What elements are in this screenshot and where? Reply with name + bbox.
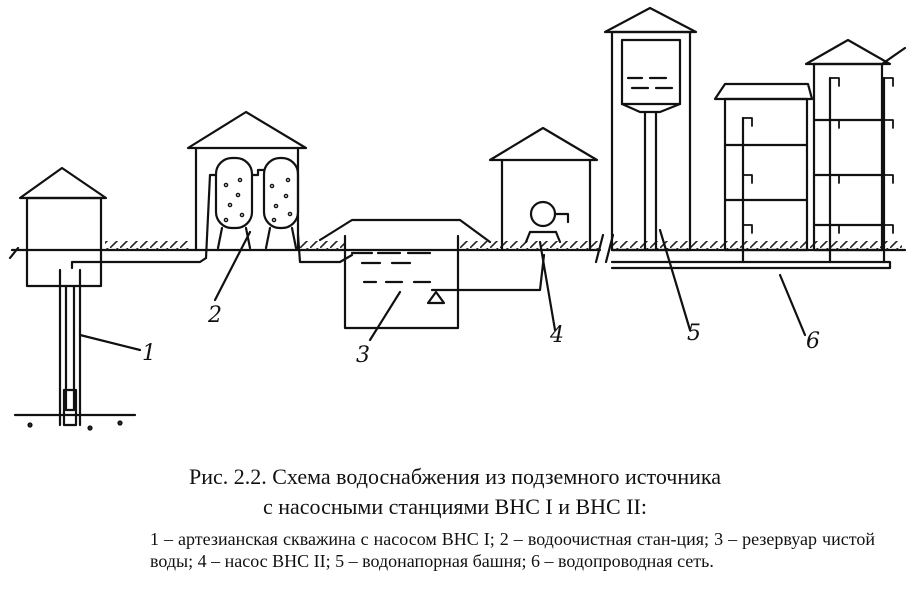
caption-line-2: с насосными станциями ВНС I и ВНС II: [262,494,647,519]
caption-line-1: Рис. 2.2. Схема водоснабжения из подземн… [188,464,722,489]
water-supply-diagram: 1 2 3 4 5 6 [8,6,907,431]
label-4: 4 [549,323,564,348]
label-2: 2 [207,303,222,328]
label-6: 6 [806,329,820,354]
clean-water-reservoir [318,218,546,342]
water-tower [603,6,698,332]
water-network [610,38,907,337]
pump-station [488,126,599,332]
label-1: 1 [142,341,156,366]
label-3: 3 [356,343,370,368]
figure-caption-title: Рис. 2.2. Схема водоснабжения из подземн… [0,462,910,522]
artesian-well [13,166,208,431]
label-5: 5 [687,321,701,346]
figure-caption-legend: 1 – артезианская скважина с насосом ВНС … [150,529,875,571]
water-treatment-station [186,110,354,302]
